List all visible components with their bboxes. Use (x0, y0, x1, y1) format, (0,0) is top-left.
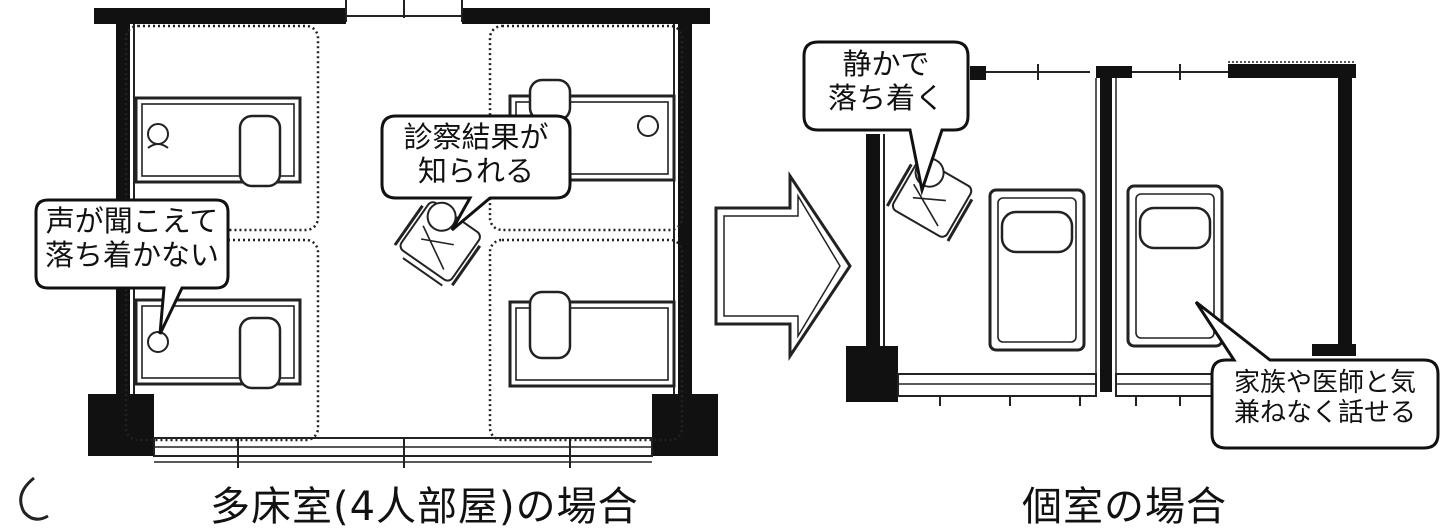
top-wall-left (94, 8, 346, 24)
partition-wall (1100, 72, 1112, 392)
private-column (846, 346, 898, 402)
bubble-calm-line2: 落ち着く (827, 80, 944, 115)
bubble-privacy-shape (380, 114, 572, 232)
corner-curl-mark (19, 476, 49, 521)
bubble-noise-shape (34, 198, 230, 335)
cubicle-top-left (124, 24, 320, 232)
top-wall-right (462, 8, 710, 24)
private-bed-left (988, 188, 1086, 352)
bed-bottom-right (508, 290, 676, 388)
private-right-wall (1338, 72, 1352, 352)
bubble-noise-line1: 声が聞こえて (45, 204, 219, 238)
bubble-privacy-line1: 診察結果が (403, 120, 549, 154)
cubicle-bottom-left (124, 238, 320, 442)
bubble-family: 家族や医師と気 兼ねなく話せる (1212, 368, 1438, 428)
bubble-calm: 静かで 落ち着く (804, 47, 968, 115)
private-room-plan (802, 40, 1440, 450)
bubble-noise: 声が聞こえて 落ち着かない (36, 204, 228, 272)
bed-top-left (134, 96, 302, 188)
transition-arrow-icon (714, 171, 852, 361)
wheelchair-patient-right (885, 157, 974, 242)
column-left (88, 394, 154, 456)
bed-bottom-left (134, 298, 302, 390)
bubble-calm-line1: 静かで (842, 47, 930, 81)
bubble-noise-line2: 落ち着かない (44, 237, 219, 272)
private-left-wall (866, 134, 880, 354)
column-right (652, 394, 718, 456)
cubicle-bottom-right (488, 238, 684, 442)
caption-private-room: 個室の場合 (1022, 484, 1227, 530)
caption-four-bed-room: 多床室(4人部屋)の場合 (210, 484, 639, 530)
bubble-privacy: 診察結果が 知られる (382, 120, 570, 188)
right-wall (678, 18, 692, 400)
bubble-family-line1: 家族や医師と気 (1233, 368, 1416, 398)
cubicle-top-right (488, 24, 684, 232)
four-bed-room-plan (34, 0, 718, 468)
bubble-family-line2: 兼ねなく話せる (1233, 398, 1416, 429)
bubble-calm-shape (802, 40, 970, 196)
bubble-privacy-line2: 知られる (417, 153, 534, 188)
bubble-family-shape (1194, 300, 1440, 450)
